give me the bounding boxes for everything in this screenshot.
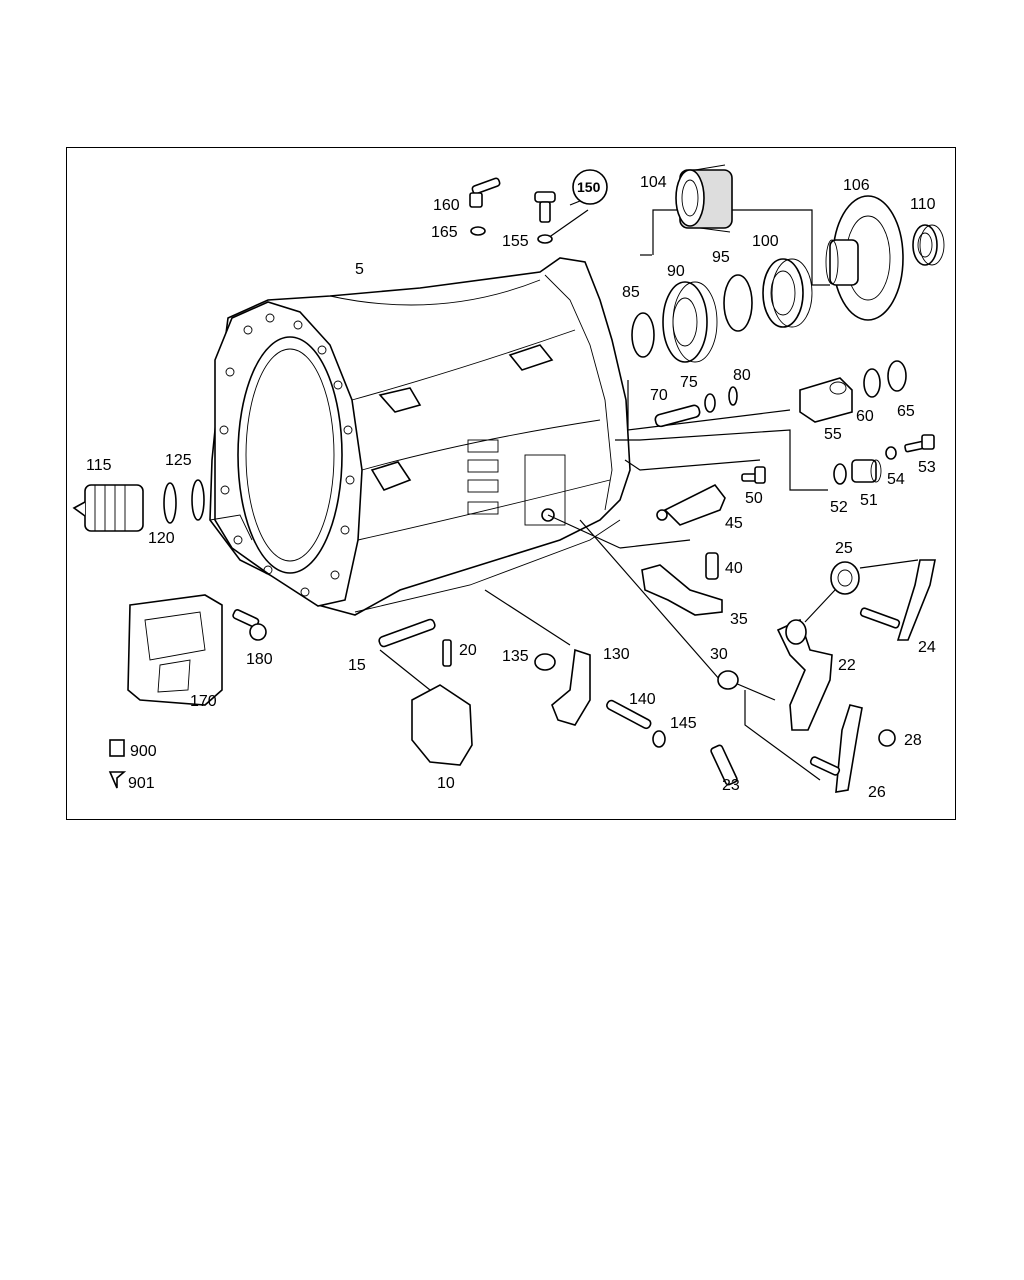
bearing-110 — [912, 224, 945, 266]
valve-body-170 — [127, 594, 223, 706]
pin-140 — [606, 699, 652, 730]
pin-23 — [710, 744, 738, 786]
label-26: 26 — [868, 784, 886, 801]
label-150: 150 — [577, 179, 601, 195]
label-22: 22 — [838, 657, 856, 674]
valve-55 — [799, 377, 853, 423]
label-20: 20 — [459, 642, 477, 659]
label-80: 80 — [733, 367, 751, 384]
ring-60 — [863, 368, 881, 398]
label-145: 145 — [670, 715, 697, 732]
label-900: 900 — [130, 743, 157, 760]
ring-80 — [728, 386, 738, 406]
snap-ring-95 — [723, 274, 753, 332]
label-30: 30 — [710, 646, 728, 663]
label-65: 65 — [897, 403, 915, 420]
spring-40 — [705, 552, 719, 580]
ring-52 — [833, 463, 847, 485]
label-155: 155 — [502, 233, 529, 250]
label-15: 15 — [348, 657, 366, 674]
symbol-901 — [108, 771, 127, 789]
bearing-90 — [662, 281, 718, 363]
label-106: 106 — [843, 177, 870, 194]
bolt-53 — [904, 434, 935, 453]
lever-35 — [641, 564, 723, 616]
lever-22 — [776, 618, 833, 731]
washer-155 — [537, 234, 553, 244]
label-35: 35 — [730, 611, 748, 628]
pin-70 — [654, 404, 701, 428]
drum-106 — [825, 195, 904, 321]
nut-28 — [878, 729, 896, 747]
label-135: 135 — [502, 648, 529, 665]
label-160: 160 — [433, 197, 460, 214]
shaft-24 — [859, 559, 936, 641]
transmission-housing — [209, 257, 631, 616]
label-901: 901 — [128, 775, 155, 792]
bolt-160 — [471, 177, 501, 195]
label-5: 5 — [355, 261, 364, 278]
ring-85 — [631, 312, 655, 358]
symbol-900 — [109, 739, 125, 757]
label-23: 23 — [722, 777, 740, 794]
label-10: 10 — [437, 775, 455, 792]
plug-51 — [851, 459, 882, 483]
leader-lines — [379, 196, 919, 781]
gear-104 — [675, 164, 733, 233]
label-125: 125 — [165, 452, 192, 469]
grommet-25 — [830, 561, 860, 595]
label-90: 90 — [667, 263, 685, 280]
label-28: 28 — [904, 732, 922, 749]
label-140: 140 — [629, 691, 656, 708]
bracket-10 — [411, 684, 473, 766]
sensor-45 — [656, 483, 726, 526]
label-115: 115 — [86, 457, 112, 474]
label-60: 60 — [856, 408, 874, 425]
ring-120 — [163, 482, 177, 524]
label-25: 25 — [835, 540, 853, 557]
label-75: 75 — [680, 374, 698, 391]
ring-125 — [191, 479, 205, 521]
screw-150 — [534, 191, 556, 223]
washer-75 — [704, 393, 716, 413]
label-85: 85 — [622, 284, 640, 301]
label-55: 55 — [824, 426, 842, 443]
spring-135 — [534, 653, 556, 671]
label-40: 40 — [725, 560, 743, 577]
label-95: 95 — [712, 249, 730, 266]
bolt-20 — [442, 639, 452, 667]
label-120: 120 — [148, 530, 175, 547]
bolt-50 — [741, 466, 766, 484]
spring-15 — [378, 618, 436, 648]
part-labels: 5 10 15 20 22 23 24 25 26 28 30 35 40 45… — [86, 174, 936, 801]
seal-100 — [762, 258, 813, 328]
label-50: 50 — [745, 490, 763, 507]
label-70: 70 — [650, 387, 668, 404]
label-54: 54 — [887, 471, 905, 488]
label-180: 180 — [246, 651, 273, 668]
circle-150 — [572, 169, 608, 205]
lever-26 — [809, 704, 863, 793]
label-130: 130 — [603, 646, 630, 663]
label-53: 53 — [918, 459, 936, 476]
label-51: 51 — [860, 492, 878, 509]
bolt-180 — [232, 609, 267, 641]
bracket-130 — [551, 648, 591, 726]
label-110: 110 — [910, 196, 936, 213]
label-165: 165 — [431, 224, 458, 241]
label-100: 100 — [752, 233, 779, 250]
bushing-30 — [717, 670, 739, 690]
washer-165 — [470, 226, 486, 236]
label-45: 45 — [725, 515, 743, 532]
washer-54 — [885, 446, 897, 460]
washer-145 — [652, 730, 666, 748]
label-24: 24 — [918, 639, 936, 656]
ring-65 — [887, 360, 907, 392]
label-170: 170 — [190, 693, 217, 710]
filter-115 — [72, 484, 144, 532]
label-104: 104 — [640, 174, 667, 191]
label-52: 52 — [830, 499, 848, 516]
